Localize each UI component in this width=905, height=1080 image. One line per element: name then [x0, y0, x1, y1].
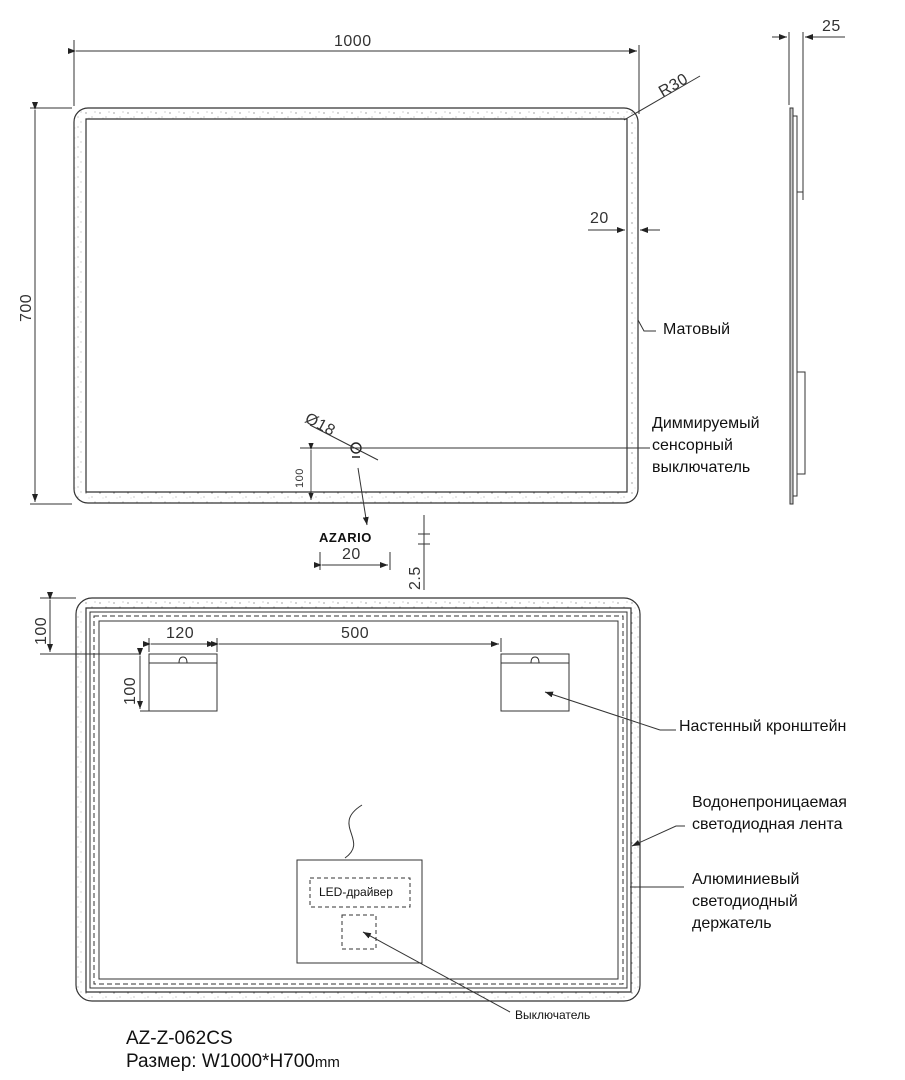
- bracket-width-dimension: 120: [166, 625, 195, 642]
- front-view: [30, 40, 701, 590]
- depth-dimension: 25: [822, 18, 841, 35]
- size-unit: mm: [314, 1054, 340, 1071]
- side-view: [772, 32, 845, 505]
- label-dimmable-switch-3: выключатель: [652, 459, 751, 476]
- width-dimension: 1000: [334, 33, 372, 50]
- led-driver-label: LED-драйвер: [319, 885, 393, 899]
- azario-logo: AZARIO: [319, 530, 372, 545]
- height-dimension: 700: [18, 293, 35, 322]
- model-number: AZ-Z-062CS: [126, 1028, 233, 1049]
- label-aluminum-holder-2: светодиодный: [692, 893, 798, 910]
- switch-offset-dimension: 100: [294, 468, 306, 488]
- bracket-spacing-dimension: 500: [341, 625, 370, 642]
- label-switch: Выключатель: [515, 1008, 591, 1022]
- label-matte: Матовый: [663, 321, 731, 338]
- label-led-strip-2: светодиодная лента: [692, 816, 843, 833]
- label-dimmable-switch-1: Диммируемый: [652, 415, 760, 432]
- logo-thickness-dimension: 2.5: [407, 566, 424, 590]
- bracket-height-dimension: 100: [122, 676, 139, 705]
- top-offset-dimension: 100: [33, 616, 50, 645]
- size-value: Размер: W1000*H700: [126, 1051, 315, 1072]
- logo-width-dimension: 20: [342, 546, 361, 563]
- size-spec: Размер: W1000*H700mm: [126, 1051, 340, 1074]
- frame-width-dimension: 20: [590, 210, 609, 227]
- label-aluminum-holder-1: Алюминиевый: [692, 871, 800, 888]
- label-wall-bracket: Настенный кронштейн: [679, 718, 847, 735]
- back-view: [40, 592, 685, 1013]
- label-aluminum-holder-3: держатель: [692, 915, 772, 932]
- label-led-strip-1: Водонепроницаемая: [692, 794, 847, 811]
- label-dimmable-switch-2: сенсорный: [652, 437, 733, 454]
